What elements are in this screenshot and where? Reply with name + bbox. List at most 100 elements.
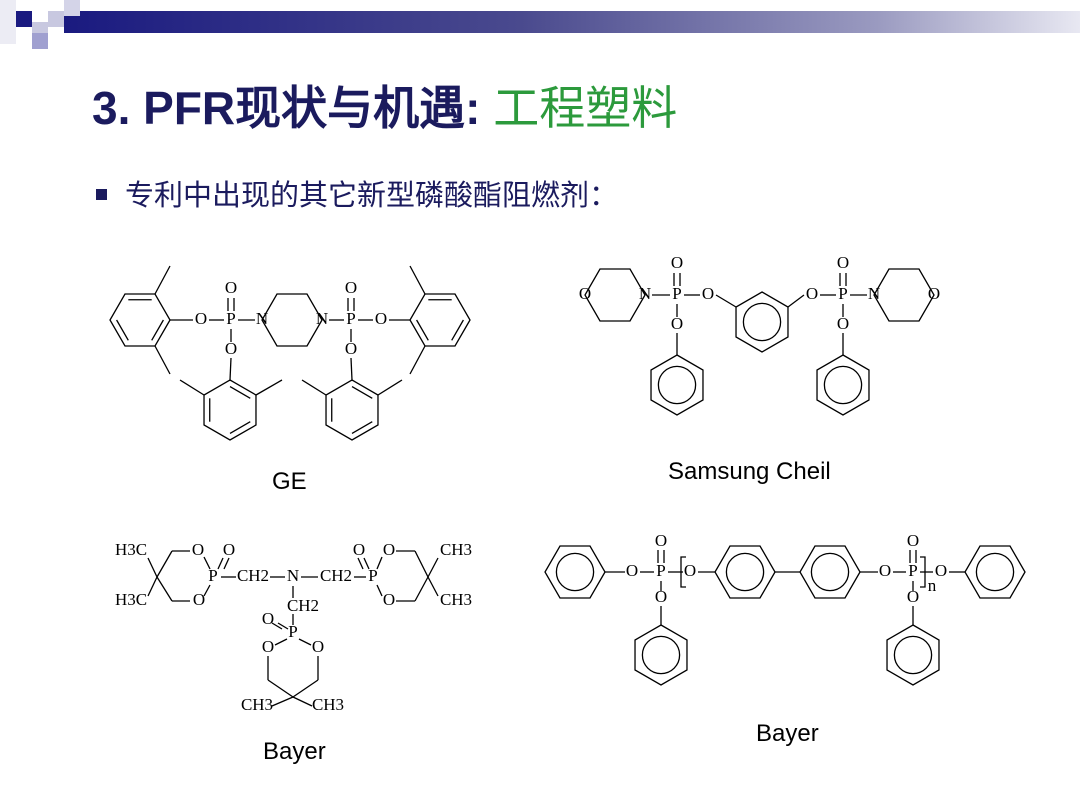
bond [409, 345, 426, 375]
bond [363, 557, 370, 570]
bullet-item: 专利中出现的其它新型磷酸酯阻燃剂： [96, 172, 618, 214]
aromatic-circle [657, 365, 697, 405]
bond [414, 550, 429, 578]
atom-label: O [579, 284, 591, 303]
ring [203, 379, 257, 441]
bond [301, 379, 327, 396]
atom-label: O [935, 561, 947, 580]
bond [292, 696, 313, 707]
atom-label: H3C [115, 540, 147, 559]
ring [735, 291, 789, 353]
structure-label-bayer-1: Bayer [263, 738, 326, 765]
bond [229, 421, 251, 434]
bullet-square-icon [96, 188, 107, 200]
ring [109, 293, 171, 347]
header-gradient-bar [64, 11, 1080, 33]
bond [151, 319, 164, 341]
atom-label: O [193, 590, 205, 609]
bond [267, 679, 294, 698]
title-text: 3. PFR现状与机遇: [92, 82, 494, 134]
atom-label: H3C [115, 590, 147, 609]
bond [427, 557, 439, 578]
structure-label-samsung: Samsung Cheil [668, 458, 831, 485]
atom-label: P [656, 561, 665, 580]
ring [650, 354, 704, 416]
atom-label: O [225, 278, 237, 297]
bond [416, 319, 429, 341]
atom-label: N [316, 309, 328, 328]
decor-square [64, 0, 80, 16]
atom-label: N [287, 566, 299, 585]
bond [292, 679, 319, 698]
ring [714, 545, 776, 599]
atom-label: O [907, 587, 919, 606]
atom-label: CH3 [440, 540, 472, 559]
ring [634, 624, 688, 686]
atom-label: CH3 [241, 695, 273, 714]
atom-label: O [928, 284, 940, 303]
bond [298, 638, 312, 646]
bond [357, 557, 364, 570]
bond [156, 576, 173, 602]
aromatic-circle [725, 552, 765, 592]
decor-square [32, 33, 48, 49]
atom-label: O [626, 561, 638, 580]
structure-label-bayer-2: Bayer [756, 720, 819, 747]
atom-label: CH2 [237, 566, 269, 585]
bond [179, 379, 205, 396]
atom-label: P [368, 566, 377, 585]
structure-label-ge: GE [272, 468, 307, 495]
decor-square [0, 0, 16, 44]
atom-label: O [907, 531, 919, 550]
atom-label: O [655, 531, 667, 550]
atom-label: O [837, 253, 849, 272]
aromatic-circle [810, 552, 850, 592]
ring [799, 545, 861, 599]
atom-label: O [262, 609, 274, 628]
atom-label: CH3 [440, 590, 472, 609]
aromatic-circle [742, 302, 782, 342]
atom-label: O [192, 540, 204, 559]
atom-label: P [838, 284, 847, 303]
atom-label: n [928, 576, 937, 595]
atom-label: O [195, 309, 207, 328]
atom-label: P [908, 561, 917, 580]
atom-label: O [223, 540, 235, 559]
bond [414, 576, 429, 602]
bond [451, 319, 464, 341]
bond [154, 345, 171, 375]
bond [787, 294, 805, 308]
bond [147, 576, 158, 597]
bond [116, 319, 129, 341]
ring [964, 545, 1026, 599]
atom-label: O [671, 253, 683, 272]
atom-label: P [346, 309, 355, 328]
ring [544, 545, 606, 599]
atom-label: O [655, 587, 667, 606]
bond [409, 265, 426, 295]
bond [271, 696, 294, 707]
bond [217, 557, 224, 570]
atom-label: O [837, 314, 849, 333]
ring [409, 293, 471, 347]
atom-label: O [262, 637, 274, 656]
atom-label: O [345, 339, 357, 358]
atom-label: O [353, 540, 365, 559]
bond [351, 421, 373, 434]
title-highlight: 工程塑料 [493, 82, 678, 134]
atom-label: O [383, 590, 395, 609]
atom-label: P [208, 566, 217, 585]
decor-square [48, 11, 64, 27]
ring [261, 293, 323, 347]
aromatic-circle [823, 365, 863, 405]
atom-label: CH3 [312, 695, 344, 714]
aromatic-circle [975, 552, 1015, 592]
ring [816, 354, 870, 416]
bond [351, 386, 373, 399]
bond [274, 638, 288, 646]
ring [886, 624, 940, 686]
atom-label: P [288, 622, 297, 641]
atom-label: O [806, 284, 818, 303]
bond [350, 357, 353, 381]
bond [156, 550, 173, 578]
